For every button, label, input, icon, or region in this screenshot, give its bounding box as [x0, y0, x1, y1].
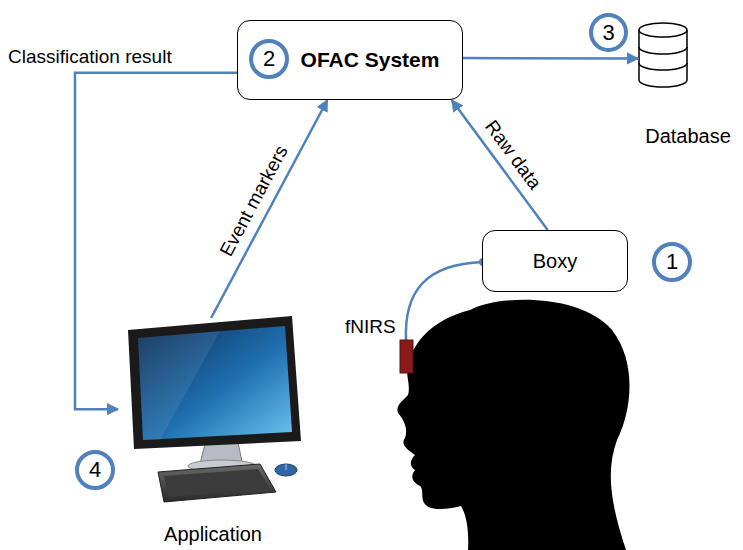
callout-number: 1	[652, 242, 692, 282]
database-icon: Database	[638, 22, 738, 148]
process-box: Boxy	[482, 230, 628, 292]
callout-number: 4	[75, 450, 115, 490]
node-label: Database	[645, 125, 731, 148]
node-label: Application	[164, 523, 262, 546]
arrow-connector	[211, 100, 327, 318]
edge-label: Classification result	[8, 46, 172, 68]
process-box: OFAC System 2	[237, 20, 463, 100]
application-icon: Application	[118, 318, 308, 546]
node-label: OFAC System	[301, 48, 440, 72]
arrow-connector	[463, 57, 638, 60]
callout-number: 4	[89, 457, 101, 483]
part-label: fNIRS	[345, 316, 396, 338]
edge-label: Event markers	[216, 142, 293, 260]
fnirs-sensor	[400, 340, 413, 373]
arrow-connector	[452, 100, 548, 230]
sensor-wire	[406, 262, 483, 340]
callout-number: 2	[249, 39, 289, 79]
callout-number: 3	[602, 20, 614, 46]
database-cylinder	[639, 23, 687, 87]
callout-number: 2	[263, 46, 275, 72]
arrow-connector	[75, 73, 237, 409]
computer-icon	[128, 316, 301, 502]
node-label: Boxy	[533, 250, 577, 273]
callout-number: 3	[589, 13, 628, 52]
edge-label: Raw data	[481, 116, 546, 194]
callout-number: 1	[666, 249, 678, 275]
head-silhouette	[397, 300, 629, 550]
